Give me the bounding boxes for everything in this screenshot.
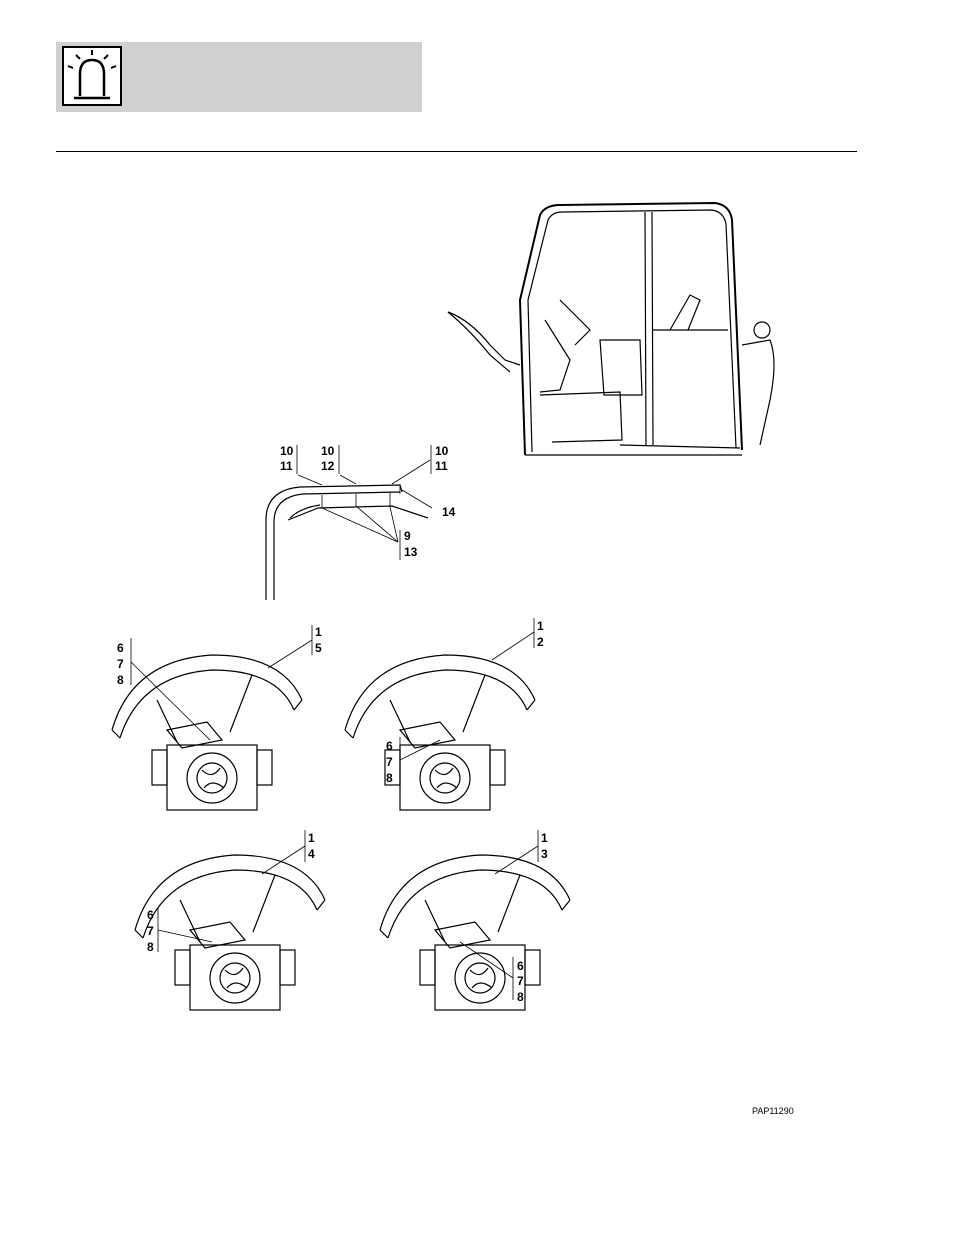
fender-top-right-callouts: 6 7 8 1 2 xyxy=(386,619,544,785)
callout: 8 xyxy=(386,771,393,785)
fender-top-left-callouts: 6 7 8 1 5 xyxy=(117,625,322,687)
callout: 6 xyxy=(117,641,124,655)
callout: 9 xyxy=(404,529,411,543)
callout: 8 xyxy=(117,673,124,687)
callout: 14 xyxy=(442,505,456,519)
fender-bottom-left xyxy=(135,830,325,1010)
callout: 7 xyxy=(117,657,124,671)
callout: 1 xyxy=(541,831,548,845)
callout: 11 xyxy=(280,459,293,473)
callout: 11 xyxy=(435,459,448,473)
figure-code: PAP11290 xyxy=(752,1106,794,1116)
callout: 10 xyxy=(435,444,449,458)
callout: 1 xyxy=(315,625,322,639)
callout: 4 xyxy=(308,847,315,861)
callout: 7 xyxy=(517,974,524,988)
fender-top-right xyxy=(345,618,535,810)
callout: 7 xyxy=(147,924,154,938)
fender-top-left xyxy=(112,625,312,810)
roof-callouts: 10 11 10 12 10 11 9 13 14 xyxy=(280,444,456,559)
callout: 12 xyxy=(321,459,335,473)
callout: 6 xyxy=(147,908,154,922)
callout: 5 xyxy=(315,641,322,655)
callout: 3 xyxy=(541,847,548,861)
callout: 1 xyxy=(308,831,315,845)
callout: 1 xyxy=(537,619,544,633)
cab-illustration xyxy=(448,203,774,455)
callout: 8 xyxy=(517,990,524,1004)
callout: 10 xyxy=(321,444,335,458)
callout: 8 xyxy=(147,940,154,954)
callout: 6 xyxy=(517,959,524,973)
callout: 6 xyxy=(386,739,393,753)
callout: 13 xyxy=(404,545,418,559)
callout: 7 xyxy=(386,755,393,769)
callout: 10 xyxy=(280,444,294,458)
callout: 2 xyxy=(537,635,544,649)
